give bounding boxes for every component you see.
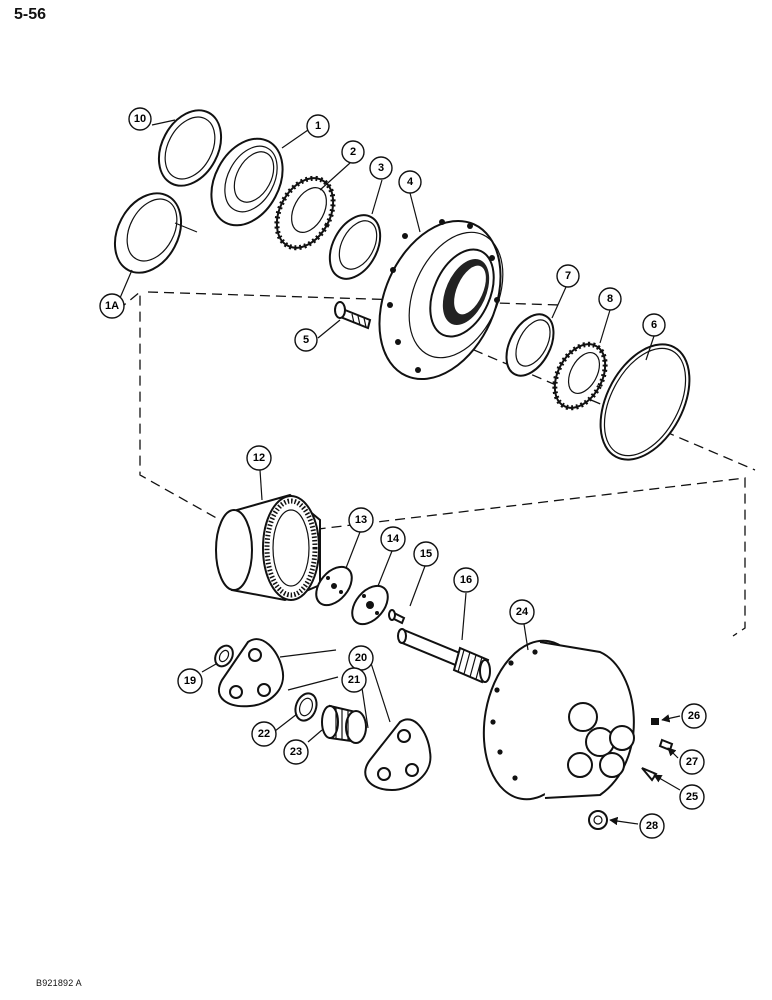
svg-text:26: 26 <box>688 710 700 722</box>
svg-text:20: 20 <box>355 652 367 664</box>
part-12-ring-gear <box>215 493 321 602</box>
figure-code: B921892 A <box>36 978 82 988</box>
part-7-bearing-cup <box>505 313 555 377</box>
callout-23: 23 <box>283 739 309 765</box>
part-4-wheel-hub <box>378 219 504 381</box>
callout-27: 27 <box>679 749 705 775</box>
part-27-fitting <box>658 738 674 752</box>
callout-1: 1 <box>306 114 330 138</box>
part-20-plate-lower <box>364 718 432 792</box>
callout-25: 25 <box>679 784 705 810</box>
callout-15: 15 <box>413 541 439 567</box>
svg-text:3: 3 <box>378 162 384 174</box>
svg-text:7: 7 <box>565 270 571 282</box>
svg-text:22: 22 <box>258 728 270 740</box>
part-2-bearing-cone <box>274 175 336 251</box>
part-6-o-ring <box>599 343 691 461</box>
svg-text:4: 4 <box>407 176 414 188</box>
leader-lines <box>119 119 681 826</box>
callout-13: 13 <box>348 507 374 533</box>
part-25-plug <box>641 767 658 782</box>
svg-text:15: 15 <box>420 548 432 560</box>
callout-28: 28 <box>639 813 665 839</box>
part-13-thrust-plate <box>315 565 353 607</box>
part-14-thrust-washer <box>351 584 389 626</box>
svg-text:23: 23 <box>290 746 302 758</box>
part-15-bolt <box>388 609 406 625</box>
svg-text:10: 10 <box>134 113 146 125</box>
part-19-washer <box>214 644 234 668</box>
callout-6: 6 <box>642 313 666 337</box>
svg-text:1: 1 <box>315 120 321 132</box>
svg-text:25: 25 <box>686 791 698 803</box>
part-22-needle-bearing <box>294 692 318 722</box>
assembly-dashed-line <box>117 290 756 637</box>
svg-text:21: 21 <box>348 674 360 686</box>
callout-5: 5 <box>294 328 318 352</box>
callout-1a: 1A <box>99 293 125 319</box>
svg-text:27: 27 <box>686 756 698 768</box>
callout-26: 26 <box>681 703 707 729</box>
part-10-seal-ring <box>157 109 223 187</box>
part-23-planet-gear <box>321 704 367 744</box>
part-8-bearing-cone <box>552 341 608 411</box>
part-16-input-shaft <box>397 628 491 684</box>
callout-12: 12 <box>246 445 272 471</box>
svg-text:28: 28 <box>646 820 658 832</box>
svg-text:14: 14 <box>387 533 400 545</box>
part-28-nut <box>588 810 608 830</box>
svg-text:24: 24 <box>516 606 529 618</box>
callout-2: 2 <box>341 140 365 164</box>
callout-16: 16 <box>453 567 479 593</box>
callout-14: 14 <box>380 526 406 552</box>
callout-21: 21 <box>341 667 367 693</box>
part-1a-seal <box>113 192 198 274</box>
svg-text:16: 16 <box>460 574 472 586</box>
callout-10: 10 <box>128 107 152 131</box>
svg-text:6: 6 <box>651 319 657 331</box>
part-3-bearing-cup <box>328 214 382 280</box>
part-24-planet-carrier <box>482 639 635 801</box>
part-5-wheel-stud <box>334 301 372 330</box>
svg-text:13: 13 <box>355 514 367 526</box>
callout-24: 24 <box>509 599 535 625</box>
part-1-seal <box>210 137 284 227</box>
svg-text:8: 8 <box>607 293 613 305</box>
page-number: 5-56 <box>14 6 47 23</box>
part-26-plug <box>651 718 659 725</box>
callout-20: 20 <box>348 645 374 671</box>
svg-text:12: 12 <box>253 452 265 464</box>
callout-8: 8 <box>598 287 622 311</box>
svg-text:1A: 1A <box>105 300 119 312</box>
svg-text:5: 5 <box>303 334 309 346</box>
callout-4: 4 <box>398 170 422 194</box>
callout-22: 22 <box>251 721 277 747</box>
callout-7: 7 <box>556 264 580 288</box>
part-20-plate-upper <box>218 638 285 708</box>
svg-text:19: 19 <box>184 675 196 687</box>
callout-19: 19 <box>177 668 203 694</box>
svg-text:2: 2 <box>350 146 356 158</box>
callout-3: 3 <box>369 156 393 180</box>
